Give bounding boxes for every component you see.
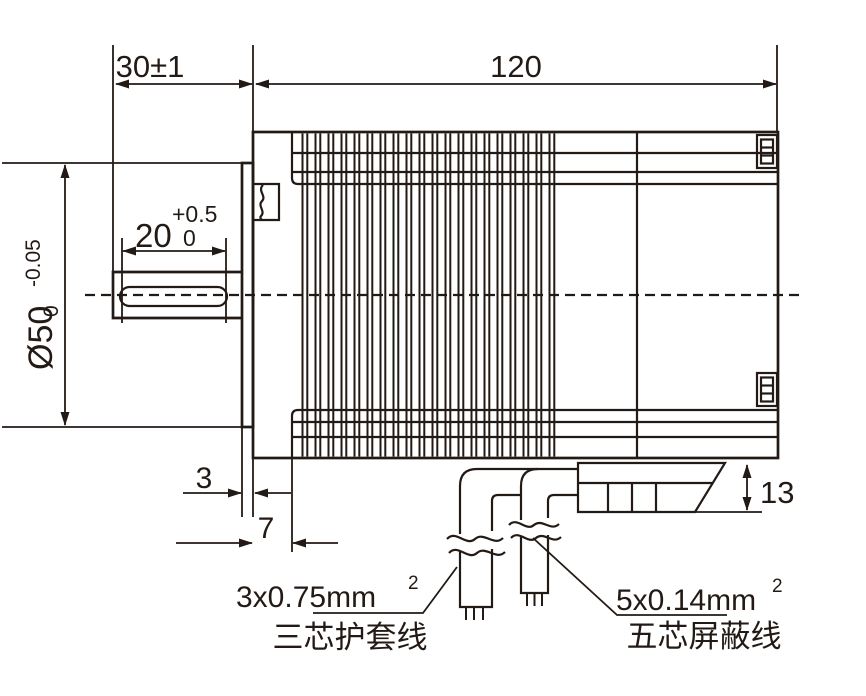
extension-lines [2, 45, 778, 552]
dim-pilot-diameter-group: Ø50 0 -0.05 [22, 239, 63, 370]
cable-2-wire-stubs [526, 593, 543, 606]
dim-pilot-diameter: Ø50 [22, 306, 60, 370]
cable-2-break-symbol [508, 521, 562, 541]
dimension-lines [64, 83, 776, 544]
dim-flange-offset: 7 [258, 512, 275, 545]
flange-break-detail [253, 182, 281, 222]
shaft [111, 270, 242, 320]
leader-lines [313, 537, 727, 616]
cable-2-spec-sup: 2 [772, 576, 783, 597]
mounting-screw-bottom [755, 371, 779, 408]
connector-block [576, 461, 727, 514]
dim-keyway-length: 20 [135, 217, 172, 254]
keyway [118, 285, 229, 308]
dim-boss-thickness: 3 [196, 462, 213, 495]
mounting-screw-top [755, 133, 779, 170]
cable-2 [508, 467, 577, 606]
cable-2-spec: 5x0.14mm [616, 584, 756, 617]
cable-2-name: 五芯屏蔽线 [627, 619, 782, 654]
cable-1-spec: 3x0.75mm [236, 581, 376, 614]
cooling-fins [301, 133, 556, 457]
dim-shaft-length: 30±1 [116, 49, 185, 84]
dim-pilot-tol-upper: 0 [40, 305, 63, 317]
dim-connector-height: 13 [760, 475, 794, 510]
dim-body-length: 120 [490, 49, 542, 84]
motor-body [251, 130, 780, 460]
shaft-assembly [111, 161, 255, 429]
dimension-arrowheads [60, 79, 777, 548]
cable-1 [446, 467, 577, 620]
dim-pilot-tol-lower: -0.05 [22, 239, 45, 287]
pilot-boss [240, 161, 255, 429]
dim-keyway-tol-lower: 0 [183, 225, 196, 251]
cable-1-spec-sup: 2 [408, 573, 419, 594]
dim-keyway-tol-upper: +0.5 [172, 201, 217, 227]
cable-1-break-symbol [446, 534, 506, 557]
cable-1-name: 三芯护套线 [273, 620, 428, 655]
cable-1-wire-stubs [465, 607, 484, 620]
